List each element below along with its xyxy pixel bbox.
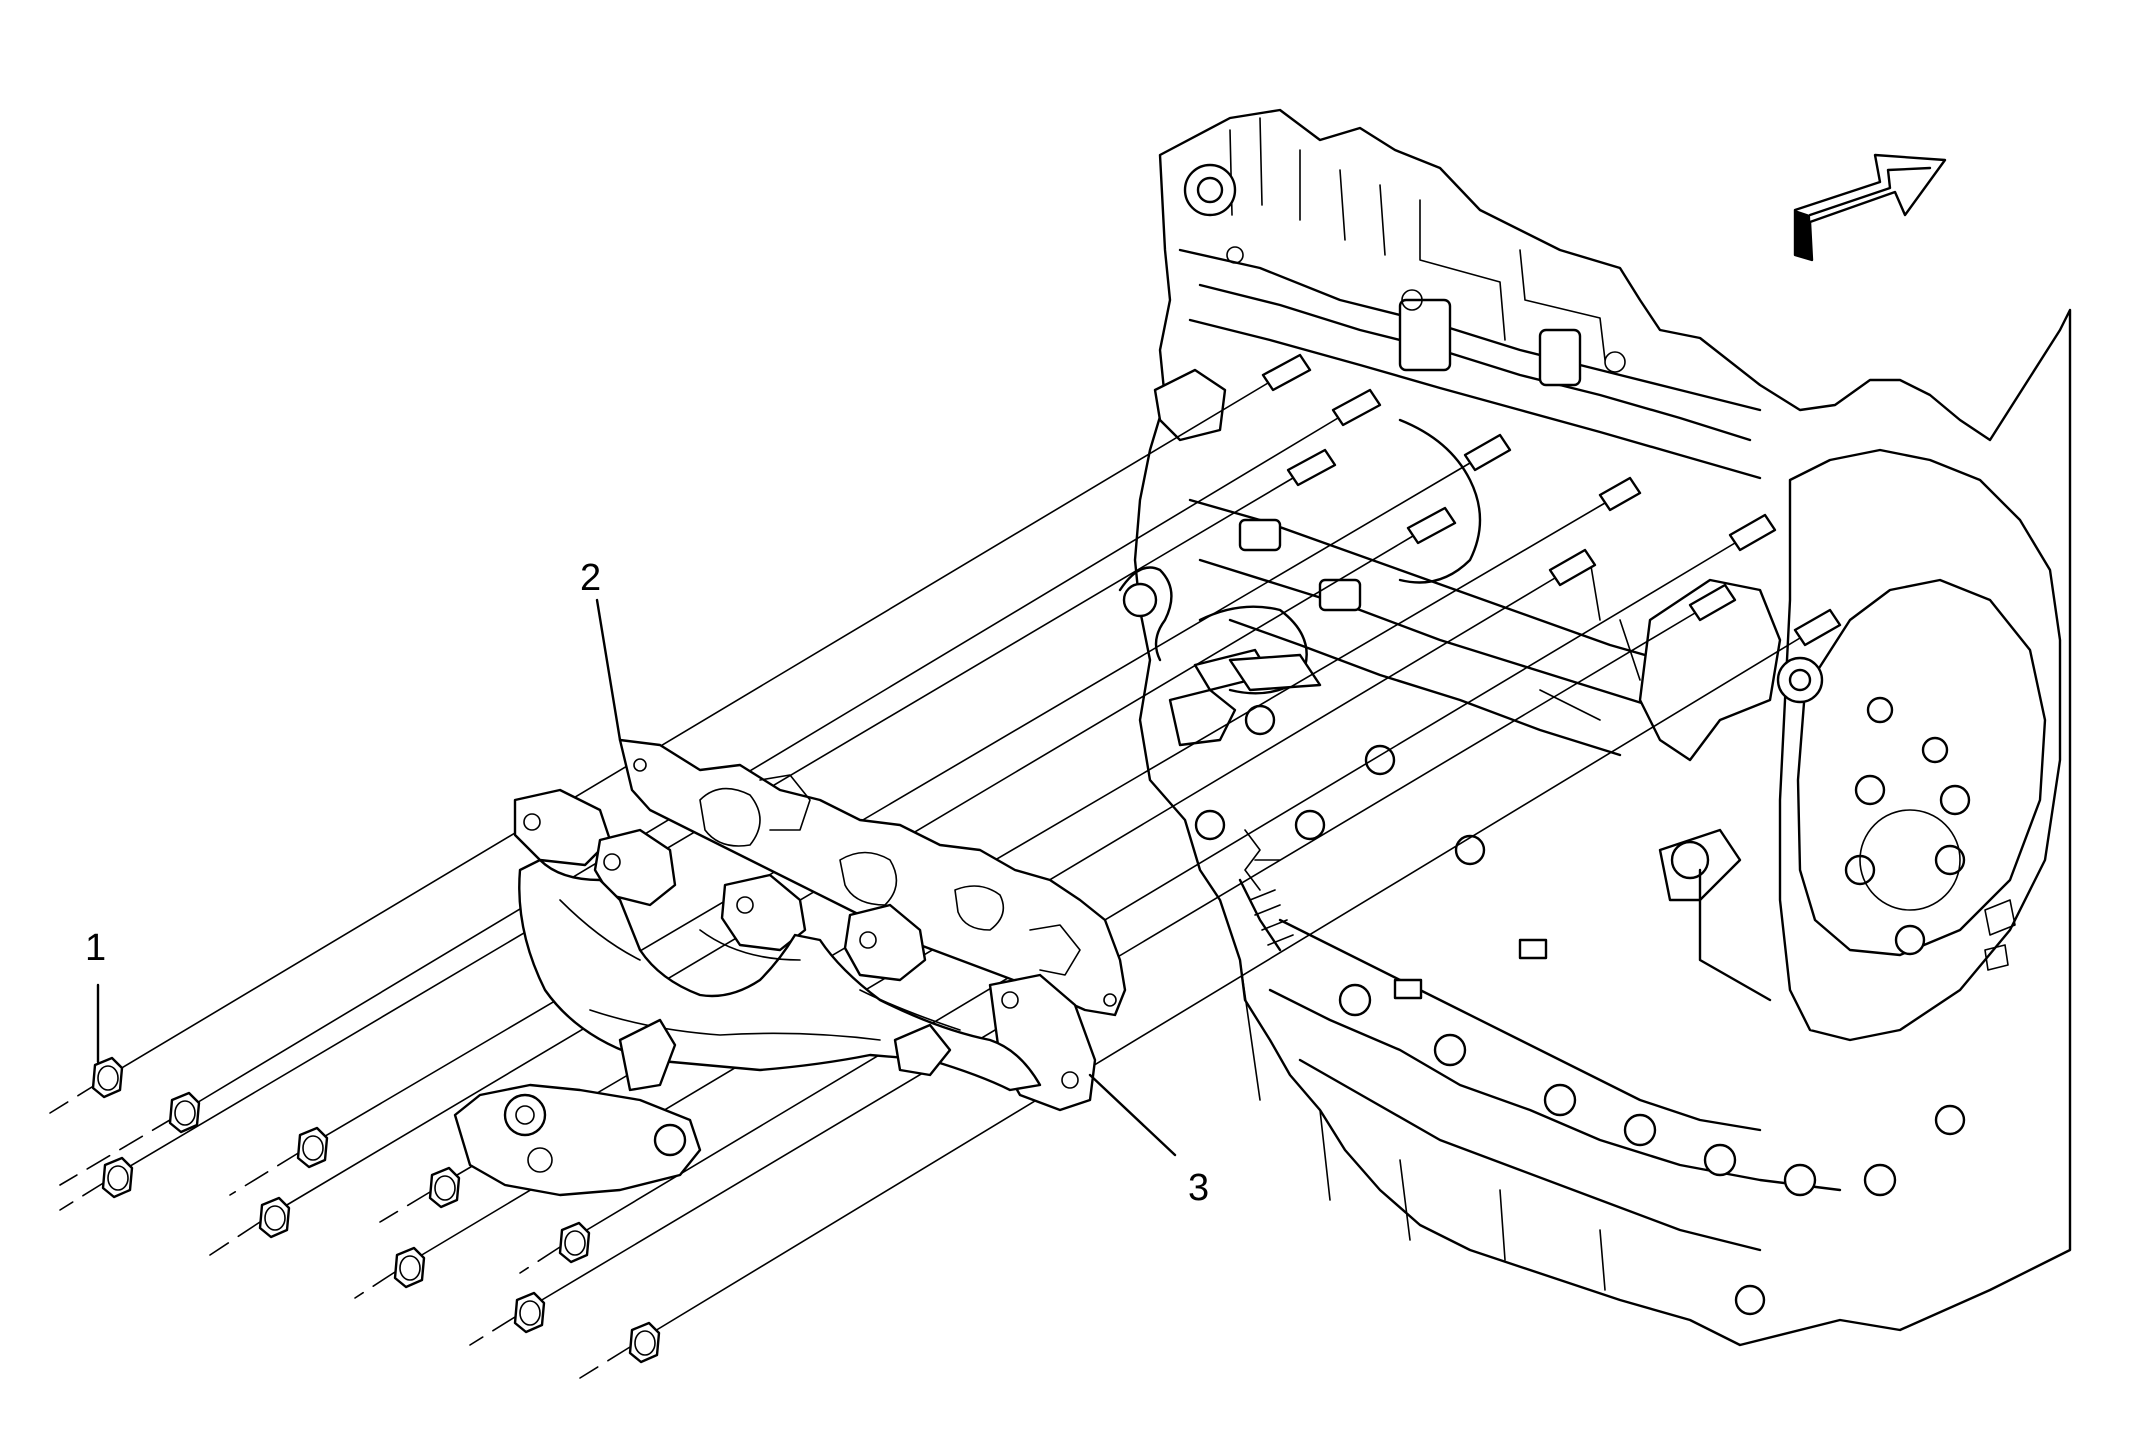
nut (258, 1196, 291, 1239)
exhaust-manifold-nuts (91, 1056, 661, 1364)
exhaust-manifold-gasket (618, 738, 1127, 1017)
callout-1: 1 (85, 927, 106, 969)
callout-2: 2 (580, 557, 601, 599)
nut (168, 1091, 201, 1134)
callout-leaders (96, 598, 1177, 1157)
callout-3: 3 (1188, 1167, 1209, 1209)
nut (101, 1156, 134, 1199)
nut (428, 1166, 461, 1209)
nut (393, 1246, 426, 1289)
nut (91, 1056, 124, 1099)
nut (513, 1291, 546, 1334)
nut (628, 1321, 661, 1364)
double-line-arrow-icon (1793, 153, 1947, 262)
exhaust-manifold (453, 788, 1097, 1197)
nut (558, 1221, 591, 1264)
manifold-studs (1261, 353, 1842, 647)
nut (296, 1126, 329, 1169)
engine-block (1118, 108, 2072, 1347)
